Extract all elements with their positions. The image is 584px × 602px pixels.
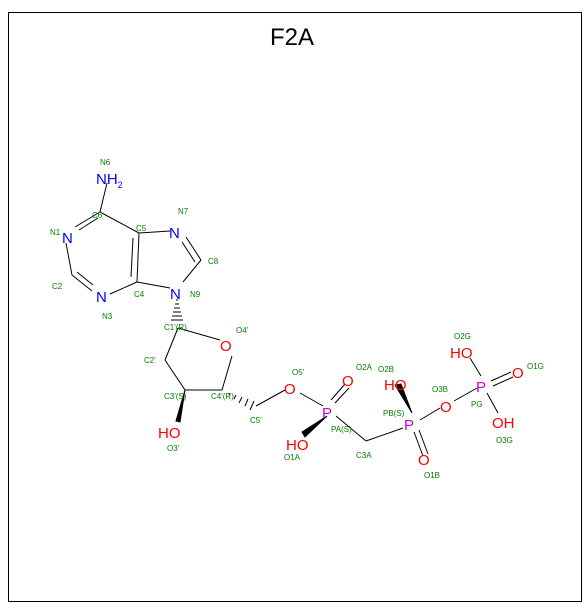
label-o2g: O2G <box>454 332 471 341</box>
bond-c4p-o4p <box>221 355 233 391</box>
label-c3a: C3A <box>356 451 372 460</box>
atom-o5p: O <box>284 381 296 398</box>
atom-o1g: O <box>512 365 524 382</box>
bond-n7-c8-double <box>181 241 196 263</box>
atom-o4p: O <box>220 338 232 355</box>
bond-n9-c1p-hashed <box>171 299 183 321</box>
bond-c3p-o3p-wedge <box>175 389 186 423</box>
label-o3p: O3' <box>167 444 180 453</box>
label-pa: PA(S) <box>331 425 352 434</box>
bond-c3a-pb <box>365 427 404 442</box>
bond-pg-o2g <box>469 357 482 377</box>
bond-c2p-c3p <box>164 359 186 391</box>
label-n3: N3 <box>102 312 113 321</box>
label-n1: N1 <box>50 228 61 237</box>
label-c2p: C2' <box>144 356 156 365</box>
structure-title: F2A <box>269 24 314 51</box>
atom-ho-2g: HO <box>450 345 473 362</box>
bond-pa-c3a <box>335 415 367 442</box>
label-o3b: O3B <box>432 385 448 394</box>
atom-pb: P <box>404 417 414 434</box>
atom-pa: P <box>322 405 332 422</box>
bond-pg-o1g <box>490 371 512 382</box>
bond-c5p-o5p <box>255 389 286 407</box>
label-o4p: O4' <box>236 326 249 335</box>
label-n6: N6 <box>100 158 111 167</box>
bond-n6-c6 <box>99 182 108 213</box>
bond-o3b-pg <box>453 387 478 402</box>
atom-annotations: N6 C6 C5 N7 N1 C8 C2 C4 N9 N3 C1'(R) O4'… <box>50 158 544 480</box>
label-c1p: C1'(R) <box>164 323 187 332</box>
bond-n9-c4 <box>136 281 171 289</box>
bond-pa-o2a-double <box>334 387 350 404</box>
bond-c6-n1-double <box>78 217 99 231</box>
bond-pb-o1b-double <box>418 429 429 455</box>
bond-c5-c6 <box>99 211 140 234</box>
label-c4: C4 <box>134 290 145 299</box>
bond-c4-c5-double <box>130 237 134 278</box>
label-n7: N7 <box>178 207 189 216</box>
bond-c2-n3 <box>71 274 93 292</box>
bond-pg-o1g-double <box>492 376 514 387</box>
viewer-frame <box>8 12 582 602</box>
atom-n7: N <box>169 225 180 242</box>
atom-symbols: NH2 N N N N O O O P HO HO HO P O O HO P … <box>62 171 524 469</box>
label-c2: C2 <box>52 282 63 291</box>
label-c6: C6 <box>92 211 103 220</box>
label-o2a: O2A <box>356 363 373 372</box>
bond-o5p-pa <box>299 392 324 407</box>
atom-nh2: NH2 <box>96 171 123 190</box>
label-o3g: O3G <box>496 436 513 445</box>
bond-c4p-c5p-hashed <box>228 392 255 411</box>
label-pg: PG <box>471 400 483 409</box>
label-o1b: O1B <box>424 471 440 480</box>
atom-ho-1a: HO <box>286 437 309 454</box>
atom-pg: P <box>476 379 486 396</box>
bond-c1p-c2p <box>164 327 179 361</box>
label-pb: PB(S) <box>383 409 405 418</box>
atom-o1b: O <box>418 452 430 469</box>
atom-o2a: O <box>342 373 354 390</box>
bond-c5-n7 <box>138 230 171 234</box>
atom-n3: N <box>96 289 107 306</box>
bond-n7-c8 <box>185 236 202 261</box>
bond-c1p-o4p <box>177 327 221 341</box>
atom-n9: N <box>170 286 181 303</box>
label-o1g: O1G <box>527 362 544 371</box>
bond-n3-c4 <box>109 281 138 295</box>
atom-ho-2b: HO <box>384 377 407 394</box>
label-c3p: C3'(S) <box>164 392 187 401</box>
atom-n1: N <box>62 230 73 247</box>
label-o5p: O5' <box>292 368 305 377</box>
molecule-diagram: NH2 N N N N O O O P HO HO HO P O O HO P … <box>50 158 544 480</box>
bond-pg-o3g <box>486 392 499 414</box>
atom-o3b: O <box>440 399 452 416</box>
label-o1a: O1A <box>284 453 301 462</box>
label-c4p: C4'(R) <box>211 392 234 401</box>
label-c5: C5 <box>136 224 147 233</box>
bonds <box>65 182 514 457</box>
bond-pb-o3b <box>419 407 441 421</box>
label-c5p: C5' <box>250 416 262 425</box>
label-n9: N9 <box>190 290 201 299</box>
bond-pb-o2b-wedge <box>394 383 413 414</box>
bond-c4-c5 <box>136 232 140 283</box>
bond-c8-n9 <box>182 259 202 283</box>
bond-c6-n1 <box>74 211 101 228</box>
label-c8: C8 <box>208 257 219 266</box>
atom-ho-3p: HO <box>158 425 181 442</box>
bond-c2-n3-double <box>76 271 94 286</box>
bond-pa-o2a <box>330 383 346 401</box>
bond-pb-o1b <box>413 431 424 457</box>
atom-oh-3g: OH <box>492 415 515 432</box>
bond-pa-o1a-wedge <box>301 415 328 438</box>
label-o2b: O2B <box>378 365 394 374</box>
bond-n1-c2 <box>65 242 73 276</box>
